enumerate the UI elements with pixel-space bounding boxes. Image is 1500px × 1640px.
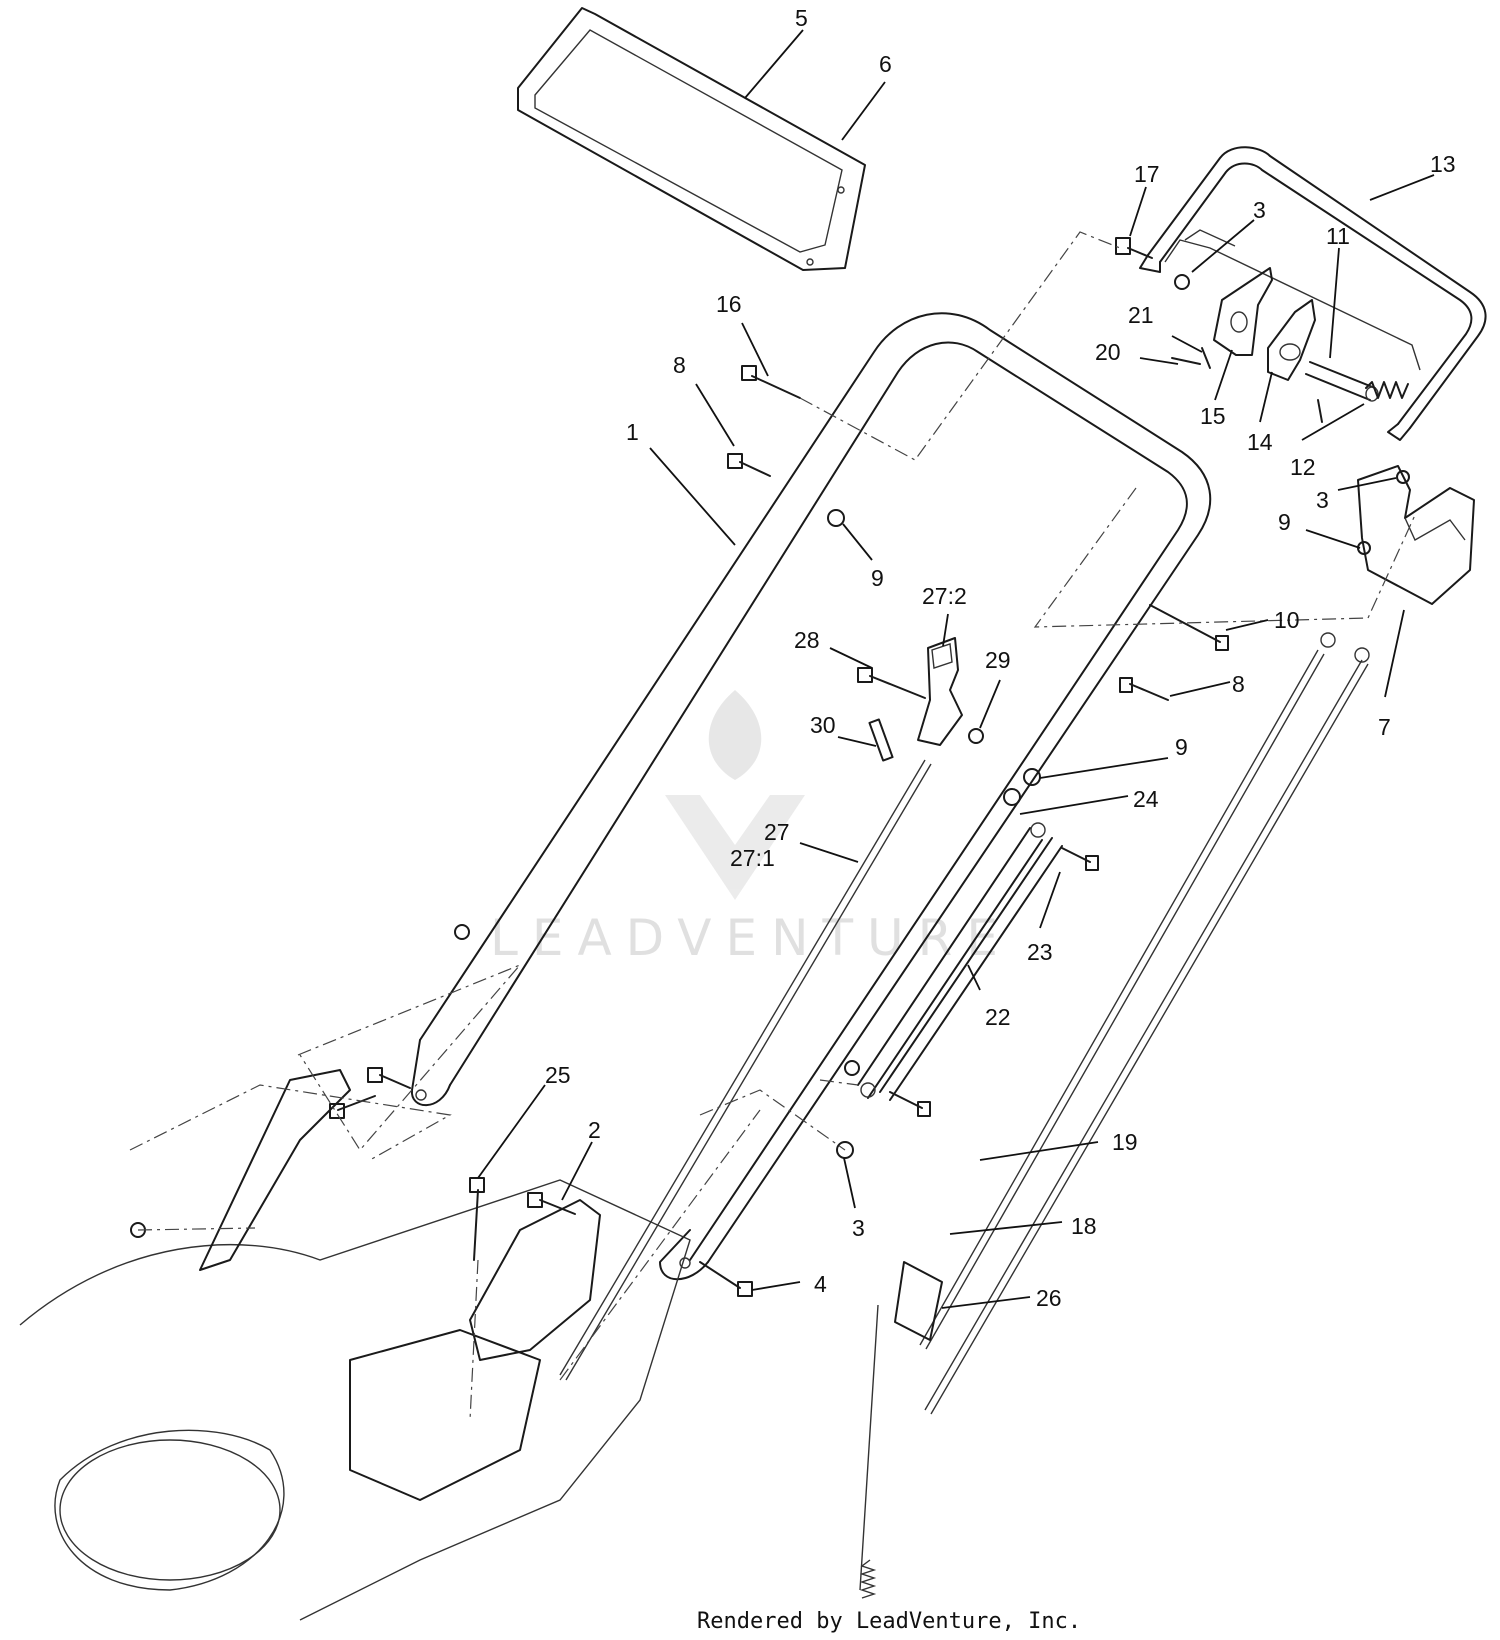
watermark-logo <box>665 690 805 900</box>
callout-28: 28 <box>794 627 820 653</box>
bolt-25 <box>469 1177 485 1261</box>
nut-9-upper <box>827 509 845 527</box>
main-handle-1 <box>410 312 1212 1281</box>
nut-lower-link <box>844 1060 860 1076</box>
callout-20: 20 <box>1095 339 1121 365</box>
bolt-8-upper <box>727 453 771 477</box>
nut-lower-left <box>454 924 470 940</box>
pin-11 <box>1305 361 1379 402</box>
callout-29: 29 <box>985 647 1011 673</box>
render-credit: Rendered by LeadVenture, Inc. <box>697 1609 1081 1634</box>
bolt-4 <box>699 1261 753 1297</box>
pin-12-small <box>1317 399 1323 423</box>
alignment-lines <box>129 231 1416 1421</box>
cable-27 <box>559 759 932 1381</box>
callout-14: 14 <box>1247 429 1273 455</box>
callout-27-1: 27:1 <box>730 845 775 871</box>
bolt-lower-link <box>889 1091 931 1117</box>
callout-21: 21 <box>1128 302 1154 328</box>
callout-18: 18 <box>1071 1213 1097 1239</box>
washer-29 <box>968 728 984 744</box>
callout-9-upper: 9 <box>871 565 884 591</box>
bracket-15 <box>1213 267 1273 356</box>
nut-9-lower <box>1023 768 1041 786</box>
callout-2: 2 <box>588 1117 601 1143</box>
callout-27-2: 27:2 <box>922 583 967 609</box>
callout-26: 26 <box>1036 1285 1062 1311</box>
nut-24 <box>1003 788 1021 806</box>
bolt-2 <box>527 1192 576 1215</box>
watermark-text: LEADVENTURE <box>490 909 1012 967</box>
leader-lines <box>477 29 1435 1309</box>
bail-13 <box>1139 146 1487 441</box>
callout-3-top: 3 <box>1253 197 1266 223</box>
callout-23: 23 <box>1027 939 1053 965</box>
nut-3-right <box>1396 470 1410 484</box>
callout-13: 13 <box>1430 151 1456 177</box>
callout-5: 5 <box>795 5 808 31</box>
nut-3-lower <box>836 1141 854 1159</box>
callout-7: 7 <box>1378 714 1391 740</box>
callout-6: 6 <box>879 51 892 77</box>
pin-21 <box>1201 347 1211 369</box>
bolt-16 <box>741 365 801 399</box>
bolt-lower-left-2 <box>329 1095 376 1119</box>
bolt-17 <box>1115 237 1153 259</box>
callout-10: 10 <box>1274 607 1300 633</box>
pin-20 <box>1171 357 1201 365</box>
callout-9-lower: 9 <box>1175 734 1188 760</box>
callout-3-right: 3 <box>1316 487 1329 513</box>
nut-3-top <box>1174 274 1190 290</box>
callout-9-right: 9 <box>1278 509 1291 535</box>
callout-12: 12 <box>1290 454 1316 480</box>
lever-27-2 <box>917 637 963 746</box>
bolt-28 <box>857 667 926 699</box>
bracket-7 <box>1357 465 1475 605</box>
bolt-lower-left <box>367 1067 411 1089</box>
bolt-10 <box>1149 604 1229 651</box>
callout-17: 17 <box>1134 161 1160 187</box>
callout-8-lower: 8 <box>1232 671 1245 697</box>
callout-15: 15 <box>1200 403 1226 429</box>
callout-27: 27 <box>764 819 790 845</box>
link-22 <box>857 822 1063 1101</box>
bolt-23 <box>1061 847 1099 871</box>
callout-19: 19 <box>1112 1129 1138 1155</box>
mower-deck <box>19 1069 691 1621</box>
bolt-8-lower <box>1119 677 1169 701</box>
clip-26 <box>894 1261 943 1341</box>
callout-30: 30 <box>810 712 836 738</box>
callout-11: 11 <box>1326 223 1350 249</box>
callout-25: 25 <box>545 1062 571 1088</box>
cover-panel-5 <box>517 7 866 271</box>
callout-4: 4 <box>814 1271 827 1297</box>
cable-19 <box>919 632 1336 1350</box>
callout-8-upper: 8 <box>673 352 686 378</box>
pin-30 <box>868 718 894 762</box>
callout-1: 1 <box>626 419 639 445</box>
callouts: 5 6 17 13 3 11 21 20 15 14 12 16 8 1 9 3… <box>545 5 1456 1311</box>
callout-24: 24 <box>1133 786 1159 812</box>
callout-16: 16 <box>716 291 742 317</box>
bracket-14 <box>1267 299 1316 381</box>
cable-18 <box>859 647 1370 1599</box>
spring-12 <box>1365 381 1409 399</box>
callout-3-lower: 3 <box>852 1215 865 1241</box>
callout-22: 22 <box>985 1004 1011 1030</box>
